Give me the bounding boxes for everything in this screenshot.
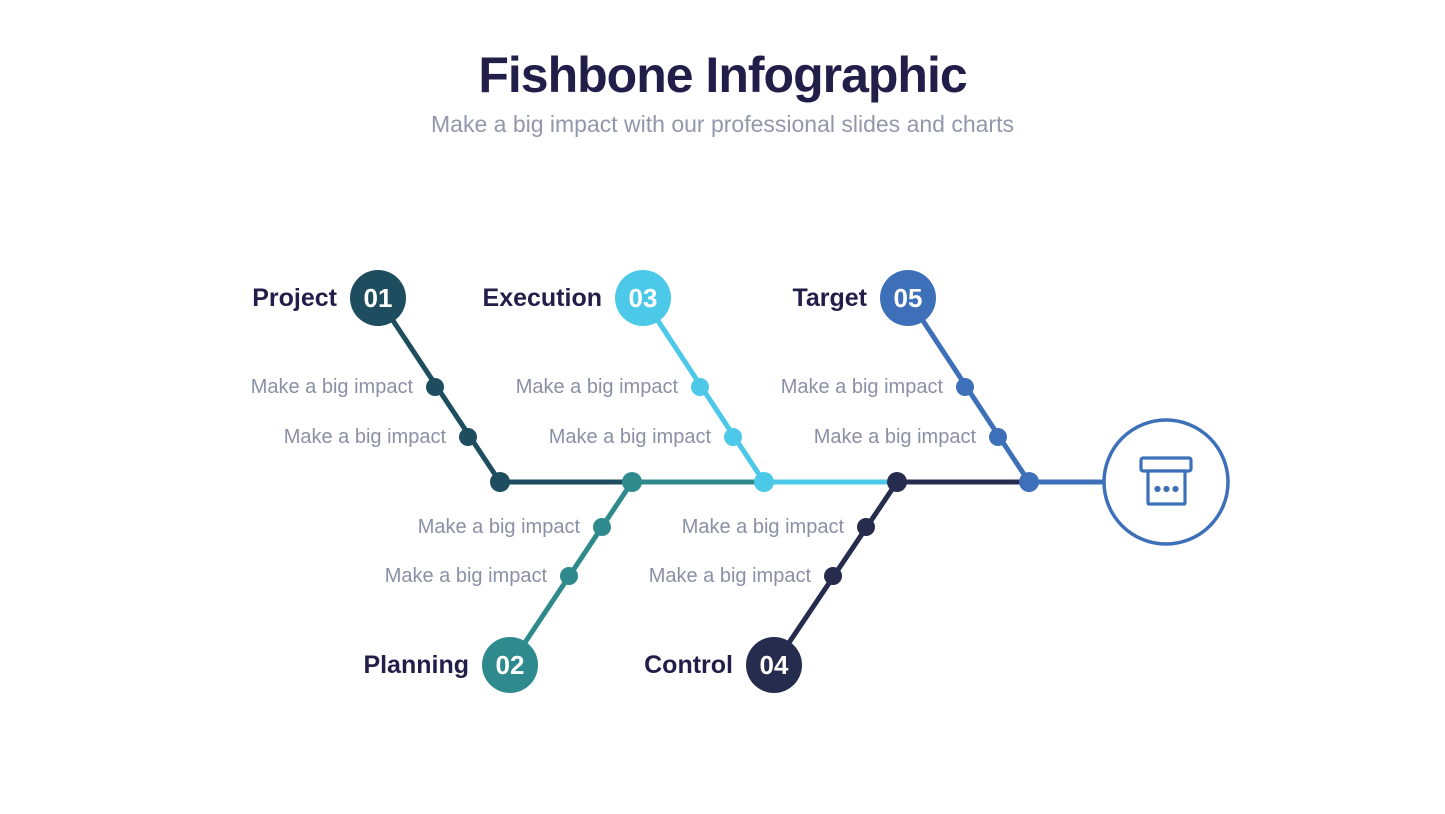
page-subtitle: Make a big impact with our professional … [431, 111, 1014, 137]
archive-box-lid [1139, 456, 1193, 473]
branch-node-execution: Execution 03 [483, 270, 671, 326]
item-label: Make a big impact [681, 516, 844, 538]
branch-label: Planning [363, 650, 469, 679]
branch-number-badge: 01 [350, 270, 406, 326]
branch-dot [426, 378, 444, 396]
branch-label: Control [644, 650, 733, 679]
branch-label: Target [792, 283, 867, 312]
item-label: Make a big impact [648, 565, 811, 587]
branch-dot [857, 518, 875, 536]
junction-dot [1019, 472, 1039, 492]
branch-dot [989, 428, 1007, 446]
branch-label: Project [252, 283, 337, 312]
junction-dot [490, 472, 510, 492]
branch-dot [956, 378, 974, 396]
item-label: Make a big impact [548, 426, 711, 448]
branch-dot [459, 428, 477, 446]
branch-dot [724, 428, 742, 446]
item-label: Make a big impact [780, 376, 943, 398]
item-label: Make a big impact [283, 426, 446, 448]
junction-dot [622, 472, 642, 492]
branch-dot [824, 567, 842, 585]
item-label: Make a big impact [813, 426, 976, 448]
archive-box-dot [1163, 485, 1170, 493]
branch-dot [560, 567, 578, 585]
junction-dot [887, 472, 907, 492]
branch-node-control: Control 04 [644, 637, 802, 693]
archive-box-dot [1172, 485, 1179, 493]
archive-box-dot [1154, 485, 1161, 493]
item-label: Make a big impact [384, 565, 547, 587]
branch-node-planning: Planning 02 [363, 637, 538, 693]
branch-node-target: Target 05 [792, 270, 936, 326]
branch-number-badge: 04 [746, 637, 802, 693]
item-label: Make a big impact [417, 516, 580, 538]
branch-number-badge: 02 [482, 637, 538, 693]
page-title: Fishbone Infographic [478, 47, 967, 103]
archive-box-icon [1139, 456, 1193, 506]
item-label: Make a big impact [515, 376, 678, 398]
branch-node-project: Project 01 [252, 270, 406, 326]
header: Fishbone Infographic Make a big impact w… [0, 48, 1445, 138]
branch-number-badge: 05 [880, 270, 936, 326]
branch-label: Execution [482, 283, 602, 312]
branch-dot [593, 518, 611, 536]
item-label: Make a big impact [250, 376, 413, 398]
branch-dot [691, 378, 709, 396]
junction-dot [754, 472, 774, 492]
branch-number-badge: 03 [615, 270, 671, 326]
